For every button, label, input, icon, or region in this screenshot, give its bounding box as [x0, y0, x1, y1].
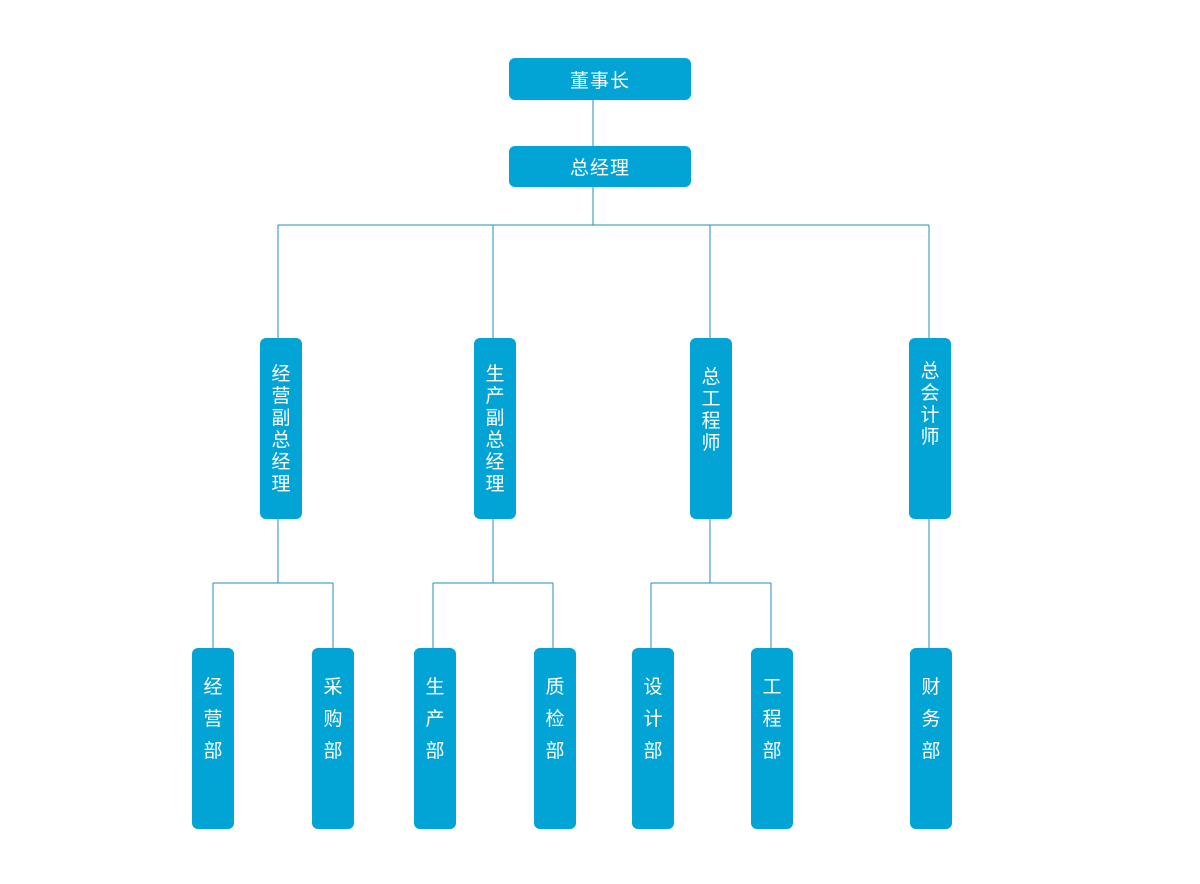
node-manager-3-label: 总工程师 [701, 366, 721, 454]
node-department-2-label: 采购部 [323, 675, 343, 762]
node-general-manager-label: 总经理 [569, 157, 630, 179]
node-manager-1-label: 经营副总经理 [271, 362, 291, 495]
node-general-manager: 总经理 [509, 146, 691, 187]
node-department-6: 工程部 [751, 648, 793, 829]
node-chairman: 董事长 [509, 58, 691, 100]
node-manager-1: 经营副总经理 [260, 338, 302, 519]
node-department-3: 生产部 [414, 648, 456, 829]
node-department-7: 财务部 [910, 648, 952, 829]
node-manager-4: 总会计师 [909, 338, 951, 519]
node-department-3-label: 生产部 [425, 675, 445, 762]
node-department-2: 采购部 [312, 648, 354, 829]
node-manager-3: 总工程师 [690, 338, 732, 519]
node-department-5-label: 设计部 [643, 675, 663, 762]
node-department-5: 设计部 [632, 648, 674, 829]
node-department-1-label: 经营部 [203, 675, 223, 762]
node-manager-2: 生产副总经理 [474, 338, 516, 519]
node-chairman-label: 董事长 [569, 69, 630, 92]
node-manager-4-label: 总会计师 [920, 360, 940, 448]
node-department-6-label: 工程部 [762, 675, 782, 762]
node-manager-2-label: 生产副总经理 [485, 362, 505, 495]
node-department-4-label: 质检部 [545, 675, 565, 762]
node-department-1: 经营部 [192, 648, 234, 829]
node-department-7-label: 财务部 [921, 675, 941, 762]
node-department-4: 质检部 [534, 648, 576, 829]
